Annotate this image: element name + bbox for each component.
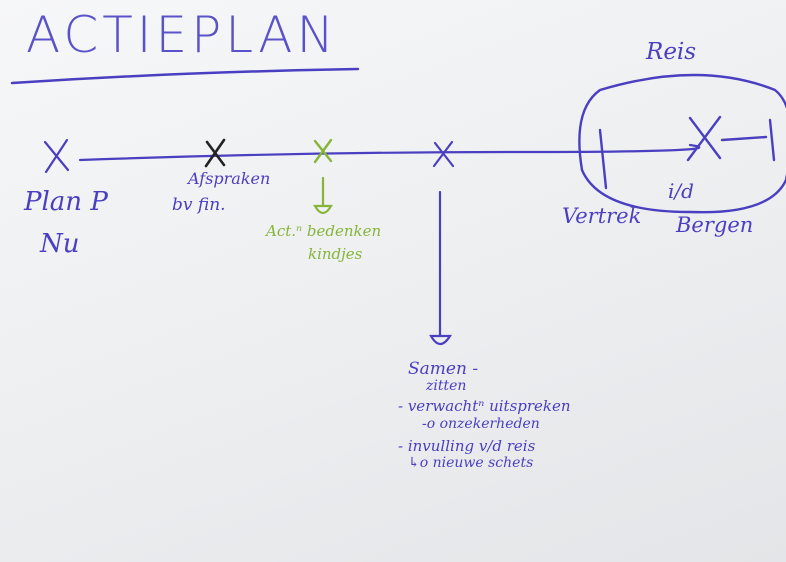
reis-oval [578, 73, 786, 214]
note-line-4: -o onzekerheden [422, 415, 540, 432]
vertrek-tick [598, 128, 608, 190]
samen-x-mark [432, 140, 455, 168]
start-x-mark [43, 138, 70, 174]
bergen-x-mark [686, 115, 768, 162]
note-line-5: - invulling v/d reis [398, 436, 536, 455]
samen-note: Samen - zitten - verwachtⁿ uitspreken -o… [398, 360, 571, 472]
act-arrow [313, 176, 333, 215]
bergen-label-2: Bergen [676, 213, 754, 237]
note-line-1: Samen - [408, 359, 479, 379]
start-label-plan: Plan P [24, 187, 108, 217]
title-underline [10, 67, 360, 85]
act-sublabel: kindjes [308, 245, 363, 263]
note-line-2: zitten [426, 377, 467, 394]
start-label-nu: Nu [40, 229, 80, 259]
note-line-6: ↳o nieuwe schets [408, 455, 534, 472]
note-line-3: - verwachtⁿ uitspreken [398, 397, 571, 416]
act-x-mark [313, 138, 333, 164]
afspraken-label: Afspraken [188, 169, 271, 188]
timeline-line [78, 143, 701, 162]
reis-label: Reis [646, 39, 697, 65]
act-label: Act.ⁿ bedenken [266, 222, 382, 240]
bergen-label-1: i/d [668, 179, 694, 203]
samen-arrow [429, 190, 452, 346]
vertrek-label: Vertrek [562, 204, 642, 228]
end-tick [768, 118, 776, 162]
afspraken-sublabel: bv fin. [172, 195, 226, 215]
afspraken-x-mark [204, 138, 226, 168]
page-title: ACTIEPLAN [26, 6, 338, 64]
